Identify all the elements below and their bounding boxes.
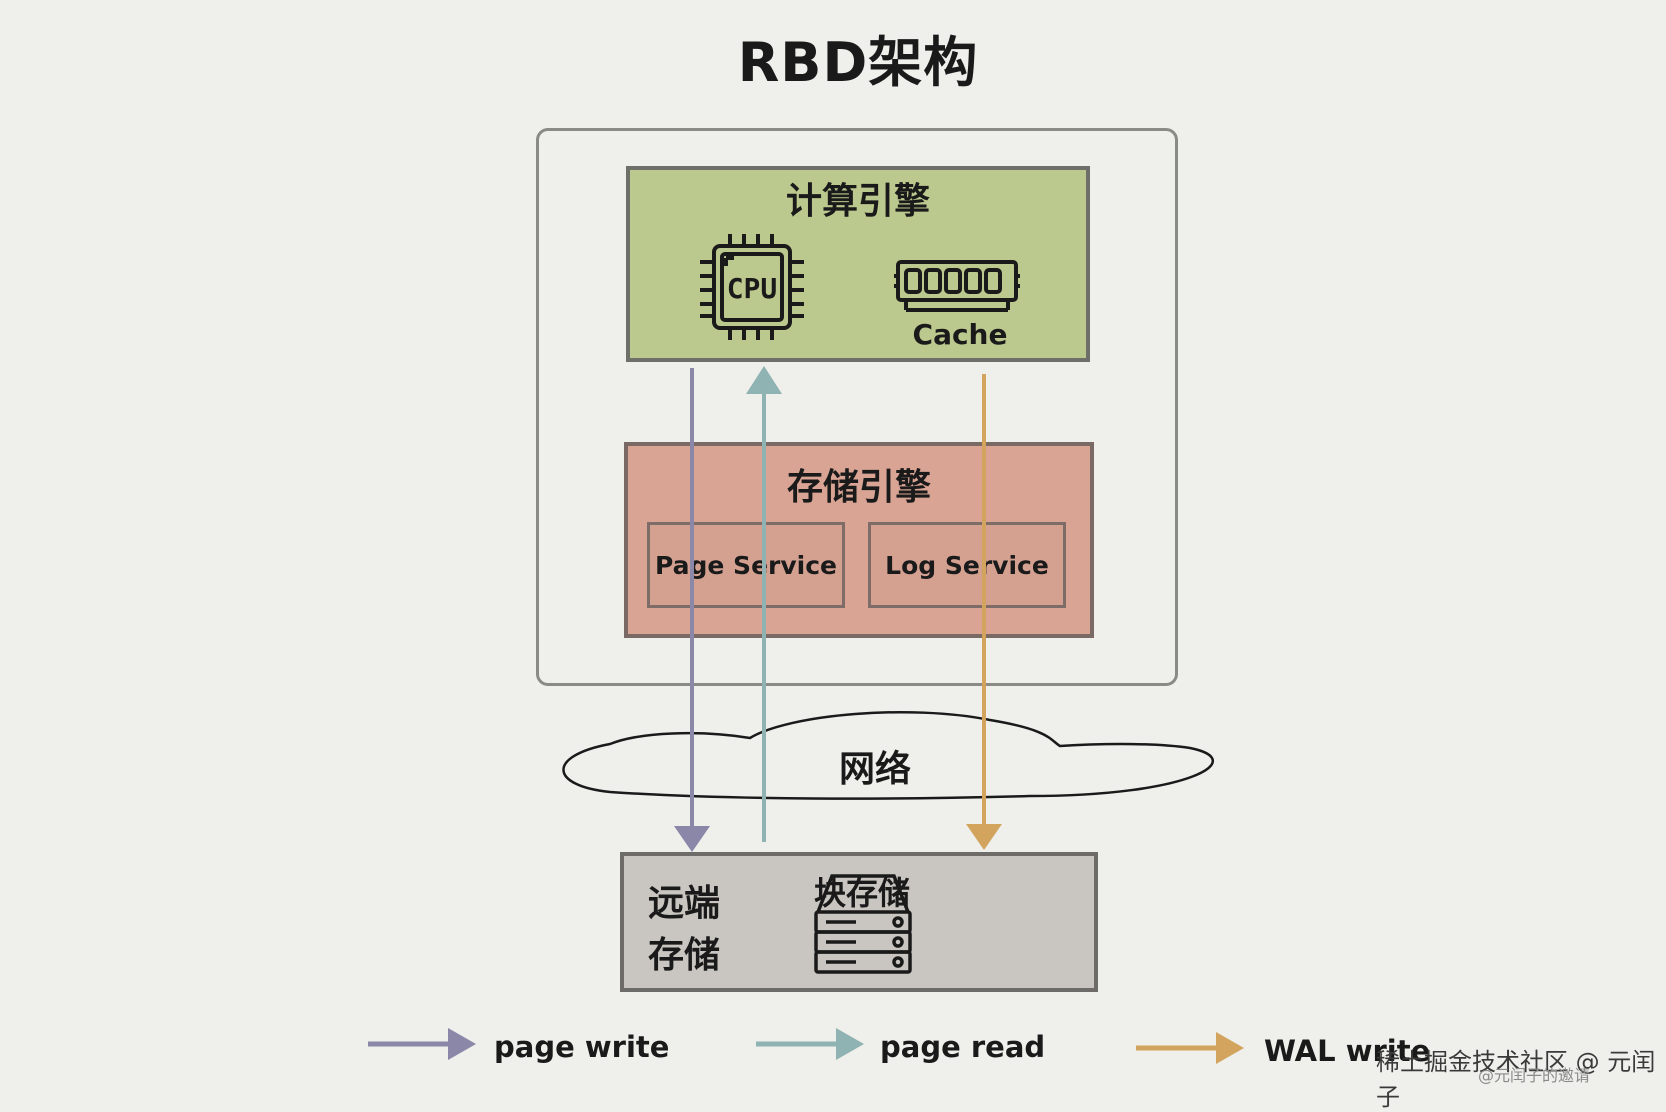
legend-page-write-arrow-icon (368, 1028, 476, 1060)
legend-page-read-arrow-icon (756, 1028, 864, 1060)
network-label: 网络 (838, 749, 911, 790)
page-read-arrow (746, 366, 782, 842)
cpu-icon: CPU (700, 234, 804, 340)
remote-storage-label-line1: 远端 (648, 883, 721, 924)
wal-write-arrow (966, 374, 1002, 850)
network-cloud (562, 711, 1214, 800)
log-service-label: Log Service (885, 550, 1049, 580)
storage-engine-title: 存储引擎 (786, 467, 931, 508)
block-storage-label: 块存储 (814, 874, 911, 912)
server-icon (814, 874, 912, 974)
page-write-arrow (674, 368, 710, 852)
log-service-box: Log Service (868, 522, 1066, 608)
legend-wal-write-arrow-icon (1136, 1032, 1244, 1064)
watermark-sub: @元闰子的邀请 (1478, 1066, 1591, 1085)
cache-label: Cache (912, 318, 1008, 351)
legend-page-write-label: page write (494, 1030, 670, 1064)
page-service-box: Page Service (647, 522, 845, 608)
cpu-label: CPU (727, 272, 778, 305)
compute-engine-title: 计算引擎 (785, 181, 930, 222)
remote-storage-label-line2: 存储 (648, 935, 721, 976)
diagram-title: RBD架构 (737, 31, 979, 94)
memory-icon (894, 260, 1020, 312)
legend-page-read-label: page read (880, 1030, 1046, 1064)
rbd-container (536, 128, 1178, 686)
page-service-label: Page Service (654, 550, 837, 580)
legend-wal-write-label: WAL write (1264, 1034, 1431, 1068)
